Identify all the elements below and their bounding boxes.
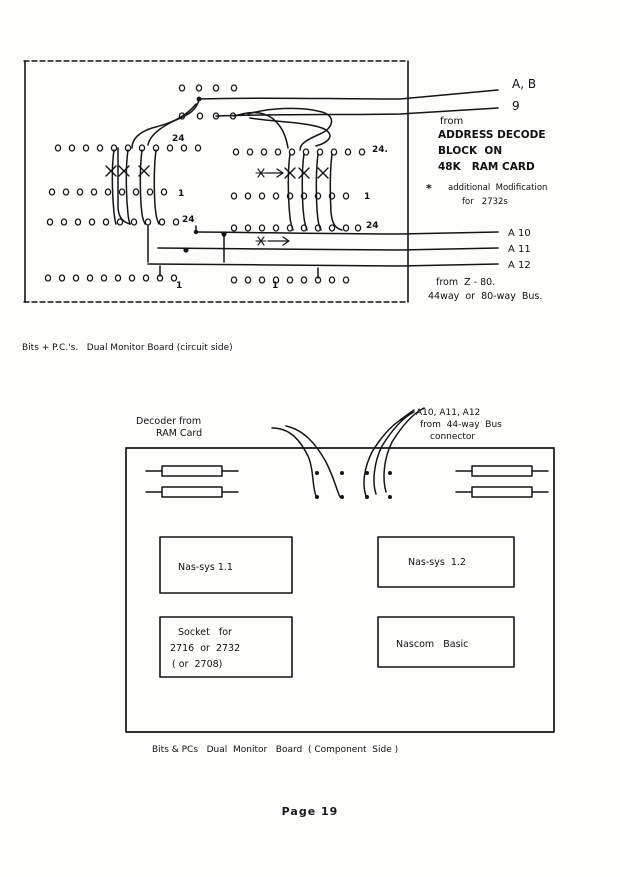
resistor-left-bottom [145,486,239,498]
jumper-r2 [301,153,308,231]
trace-ab [198,89,499,100]
pad-label: 24 [366,221,379,231]
jumper-l2 [125,149,131,225]
annotation-signal-a10: A 10 [508,228,531,239]
pad-label: 1 [364,192,370,202]
jumper-l3 [139,149,146,225]
pad-label: 1 [272,281,278,291]
annotation-source-from: from [440,116,463,127]
cut-right-2 [298,167,310,179]
asterisk-in-board-1 [255,168,267,178]
pad-label: 24. [372,145,388,155]
pad-row-c-left [46,218,180,226]
chip-nascom-basic-label: Nascom Basic [396,639,468,650]
pad-row-a-left [54,144,202,152]
annotation-source-ram-card: 48K RAM CARD [438,161,535,173]
figure-circuit-side-caption: Bits + P.C.'s. Dual Monitor Board (circu… [22,343,233,353]
chip-nassys-12-label: Nas-sys 1.2 [408,557,466,568]
annotation-bus-note-line2: 44way or 80-way Bus. [428,291,542,302]
trace-l2 [147,99,200,146]
annotation-mod-note-line1: additional Modification [448,183,547,193]
annotation-signal-a11: A 11 [508,244,531,255]
cut-right-1 [284,167,296,179]
chip-socket-eprom-label-line1: Socket for [178,627,232,638]
cut-right-3 [317,167,329,179]
pad-row-top-small [178,84,238,92]
resistor-right-bottom [455,486,549,498]
pad-label: 24 [182,215,195,225]
chip-socket-eprom-box [159,616,293,678]
junction-dots [183,96,227,253]
pad-row-d-left [44,274,178,282]
jumper-r3 [315,153,322,231]
arrow-mod-2 [267,236,290,246]
resistor-left-top [145,465,239,477]
pad-label: 1 [176,281,182,291]
annotation-bus-line3: connector [430,432,475,442]
trace-a12 [147,263,499,267]
annotation-bus-line1: A10, A11, A12 [416,408,480,418]
arrow-mod-1 [265,168,284,178]
pad-row-b-right [230,192,350,200]
trace-r2 [247,107,333,151]
chip-labels: Nas-sys 1.1 Nas-sys 1.2 Socket for 2716 … [170,557,468,670]
trace-l3 [117,147,131,225]
trace-r1 [233,111,289,149]
annotation-bus-line2: from 44-way Bus [420,420,502,430]
pad-row-b-left [48,188,168,196]
component-side-annotations: Decoder from RAM Card A10, A11, A12 from… [136,408,502,442]
chip-nascom-basic-box [377,616,515,668]
cut-left-3 [138,165,150,177]
chip-nassys-12-box [377,536,515,588]
cut-left-1 [105,165,117,177]
pad-count-labels: 24 24. 24 24 1 1 1 1 [172,134,388,291]
annotation-signal-a12: A 12 [508,260,531,271]
wire-traces [111,89,499,279]
annotation-signal-ab: A, B [512,77,536,91]
asterisk-in-board-2 [255,236,267,246]
trace-a11 [157,247,499,251]
jumper-r4 [329,153,343,231]
pad-label: 1 [178,189,184,199]
circuit-side-annotations: A, B 9 from ADDRESS DECODE BLOCK ON 48K … [426,77,547,302]
annotation-decoder-line2: RAM Card [156,428,202,439]
jumper-l1 [111,149,117,225]
decoder-wires [271,407,425,498]
bus-note-pointer [399,409,415,421]
centre-pad-grid [315,471,392,499]
trace-9 [215,107,499,117]
cut-left-2 [118,165,130,177]
chip-nassys-11-box [159,536,293,594]
chip-socket-eprom-label-line3: ( or 2708) [172,659,222,670]
pad-label: 24 [172,134,185,144]
annotation-asterisk-mark: * [426,182,432,195]
chip-socket-eprom-label-line2: 2716 or 2732 [170,643,240,654]
jumper-l4 [153,149,160,225]
pad-row-a-right [232,148,366,156]
pad-row-d-right [230,276,350,284]
resistor-right-top [455,465,549,477]
track-cut-marks [105,165,329,179]
annotation-mod-note-line2: for 2732s [462,197,508,207]
jumper-r1 [287,153,294,231]
chip-nassys-11-label: Nas-sys 1.1 [178,562,233,573]
figure-component-side [125,407,555,733]
trace-l1 [131,103,197,149]
annotation-decoder-line1: Decoder from [136,416,201,427]
annotation-source-address-decode: ADDRESS DECODE [438,129,546,141]
trace-a10 [195,231,499,235]
callout-arrows [265,168,290,246]
annotation-source-block-on: BLOCK ON [438,145,502,157]
annotation-bus-note-line1: from Z - 80. [436,277,495,288]
figure-component-side-caption: Bits & PCs Dual Monitor Board ( Componen… [152,745,398,755]
pad-row-c-right [230,224,362,232]
annotation-signal-9: 9 [512,99,520,113]
asterisk-marks [255,168,267,246]
trace-r3 [249,117,331,147]
component-board-outline [125,447,555,733]
page-number: Page 19 [281,805,339,818]
